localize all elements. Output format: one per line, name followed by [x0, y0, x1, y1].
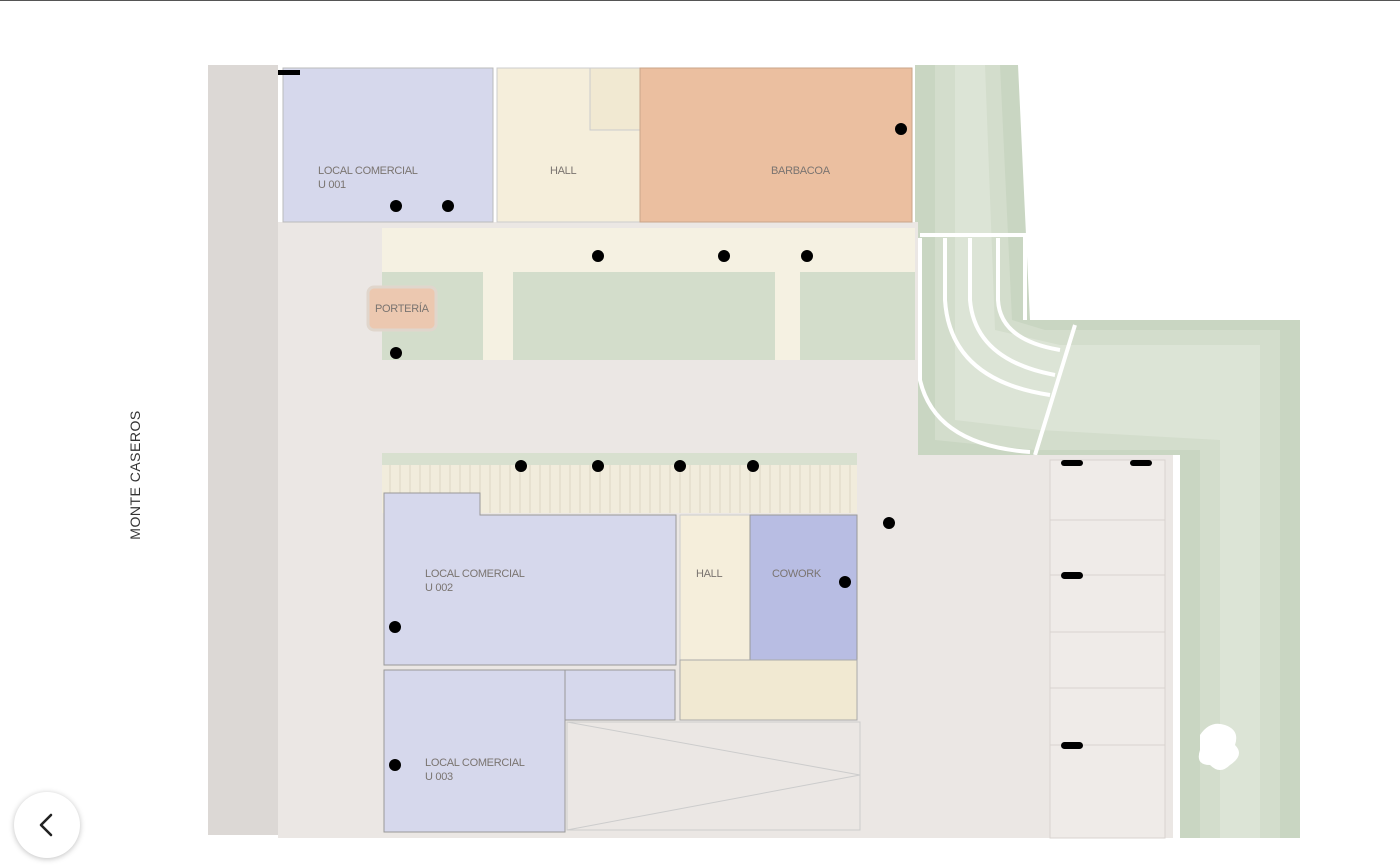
street-label: MONTE CASEROS [127, 410, 143, 540]
tree-icon [1198, 723, 1239, 770]
columns [389, 123, 1152, 771]
room-barbacoa[interactable] [639, 67, 913, 223]
garden [382, 272, 915, 360]
label-hall-bottom: HALL [696, 568, 722, 580]
label-porteria: PORTERÍA [375, 302, 430, 315]
parking-area [1049, 459, 1166, 839]
ramp [566, 721, 861, 831]
label-local-u003: LOCAL COMERCIAL [425, 757, 525, 769]
sidewalk [208, 65, 278, 835]
room-cowork[interactable] [749, 514, 858, 661]
landscape-green [915, 65, 1300, 838]
label-unit-u001: U 001 [318, 179, 346, 191]
label-local-u002: LOCAL COMERCIAL [425, 568, 525, 580]
room-local-u001[interactable] [282, 67, 494, 223]
room-local-u002[interactable] [383, 492, 677, 666]
back-button[interactable] [14, 792, 80, 858]
room-porteria[interactable] [366, 285, 438, 332]
corridor [382, 228, 915, 272]
room-hall-bottom[interactable] [679, 514, 751, 661]
label-unit-u003: U 003 [425, 771, 453, 783]
label-cowork: COWORK [772, 568, 822, 580]
stairs-bottom [679, 659, 858, 721]
label-barbacoa: BARBACOA [771, 165, 831, 177]
top-divider [0, 0, 1400, 1]
chevron-left-icon [39, 813, 53, 837]
label-local-u001: LOCAL COMERCIAL [318, 165, 418, 177]
room-local-u003[interactable] [383, 669, 566, 833]
label-hall-top: HALL [550, 165, 576, 177]
label-unit-u002: U 002 [425, 582, 453, 594]
